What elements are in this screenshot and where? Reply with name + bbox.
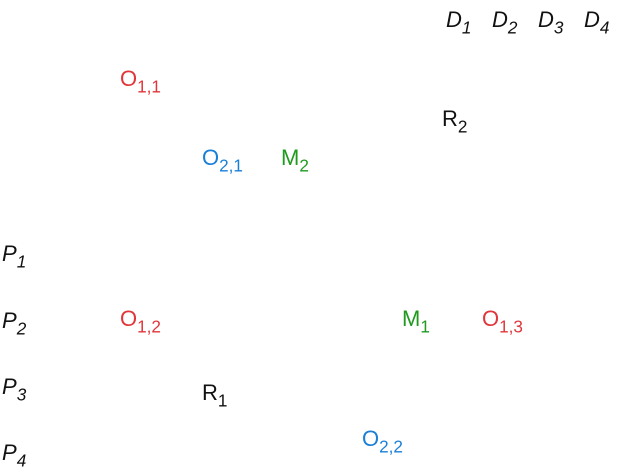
column-label-d4: D4	[584, 7, 610, 38]
node-o-2-1: O2,1	[202, 145, 243, 176]
row-label-p1: P1	[2, 241, 27, 272]
node-m-2: M2	[281, 145, 309, 176]
row-label-p4: P4	[2, 440, 27, 471]
node-r-1: R1	[202, 380, 228, 411]
column-label-d1: D1	[446, 7, 472, 38]
node-r-2: R2	[442, 106, 468, 137]
node-o-1-1: O1,1	[120, 66, 161, 97]
node-m-1: M1	[402, 306, 430, 337]
row-label-p2: P2	[2, 308, 27, 339]
node-o-1-3: O1,3	[482, 306, 523, 337]
node-o-2-2: O2,2	[362, 426, 403, 457]
node-o-1-2: O1,2	[120, 306, 161, 337]
column-label-d2: D2	[492, 7, 518, 38]
column-label-d3: D3	[538, 7, 564, 38]
row-label-p3: P3	[2, 374, 27, 405]
